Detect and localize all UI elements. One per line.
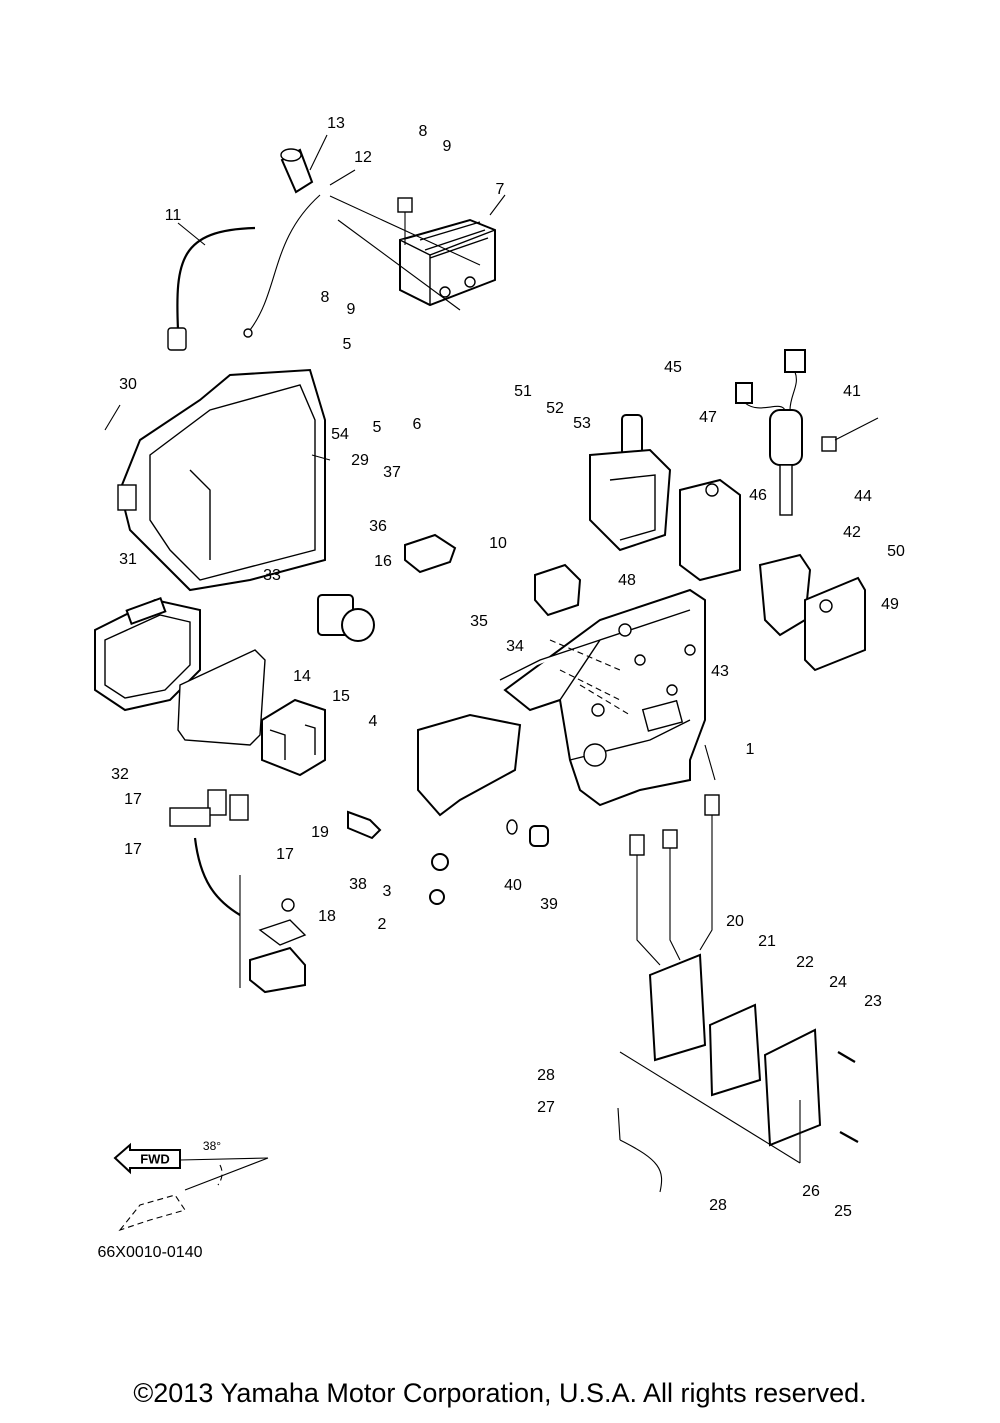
- callout-6: 6: [413, 416, 422, 433]
- bolt-part-23: [837, 1051, 856, 1063]
- holder-part-42: [758, 553, 812, 637]
- callout-16: 16: [374, 553, 392, 570]
- fuse-holder-part-19: [261, 698, 326, 777]
- callout-44: 44: [854, 488, 872, 505]
- callout-50: 50: [887, 543, 905, 560]
- callout-52: 52: [546, 400, 564, 417]
- callout-13: 13: [327, 115, 345, 132]
- callout-41: 41: [843, 383, 861, 400]
- callout-30: 30: [119, 376, 137, 393]
- callout-38: 38: [349, 876, 367, 893]
- sensor-part-38: [347, 810, 382, 840]
- bracket-part-1: [499, 588, 706, 807]
- callout-51: 51: [514, 383, 532, 400]
- angle-label: 38°: [203, 1139, 221, 1153]
- rectifier-part-20: [648, 953, 707, 1062]
- callout-10: 10: [489, 535, 507, 552]
- callout-7: 7: [496, 181, 505, 198]
- callout-43: 43: [711, 663, 729, 680]
- callout-32: 32: [111, 766, 129, 783]
- callout-24: 24: [829, 974, 847, 991]
- callout-42: 42: [843, 524, 861, 541]
- washer-part-40: [506, 819, 518, 835]
- callout-14: 14: [293, 668, 311, 685]
- cable-tie-part-44: [821, 417, 879, 452]
- callout-23: 23: [864, 993, 882, 1010]
- callout-17b: 17: [124, 841, 142, 858]
- callout-8a: 8: [419, 123, 428, 140]
- callout-12: 12: [354, 149, 372, 166]
- callout-33: 33: [263, 567, 281, 584]
- callout-3: 3: [383, 883, 392, 900]
- bolt-part-25: [839, 1131, 859, 1143]
- callout-49: 49: [881, 596, 899, 613]
- callout-39: 39: [540, 896, 558, 913]
- callout-2: 2: [378, 916, 387, 933]
- callout-labels: 1 2 3 4 5 5 6 7 8 8 9 9 10 11 12 13 14 1…: [111, 115, 905, 1220]
- callout-25: 25: [834, 1203, 852, 1220]
- callout-46: 46: [749, 487, 767, 504]
- sensor-part-36: [404, 533, 457, 574]
- callout-36: 36: [369, 518, 387, 535]
- callout-17a: 17: [124, 791, 142, 808]
- callout-48: 48: [618, 572, 636, 589]
- collar-part-39: [529, 825, 549, 847]
- callout-45: 45: [664, 359, 682, 376]
- callout-54: 54: [331, 426, 349, 443]
- leader-lines: [104, 134, 801, 1193]
- bracket-part-47: [679, 478, 741, 582]
- callout-29: 29: [351, 452, 369, 469]
- gasket-part-32: [177, 649, 266, 746]
- callout-11: 11: [165, 207, 182, 224]
- callout-9b: 9: [347, 301, 356, 318]
- callout-40: 40: [504, 877, 522, 894]
- bracket-part-4: [417, 713, 522, 817]
- callout-19: 19: [311, 824, 329, 841]
- callout-37: 37: [383, 464, 401, 481]
- callout-20: 20: [726, 913, 744, 930]
- cover-part-29: [117, 368, 326, 592]
- callout-21: 21: [758, 933, 776, 950]
- callout-8b: 8: [321, 289, 330, 306]
- callout-18: 18: [318, 908, 336, 925]
- callout-22: 22: [796, 954, 814, 971]
- detail-part-18: [193, 837, 307, 994]
- cdi-unit-part-7: [397, 197, 496, 307]
- callout-53: 53: [573, 415, 591, 432]
- callout-5a: 5: [343, 336, 352, 353]
- callout-4: 4: [369, 713, 378, 730]
- ignition-coil-part-45: [589, 414, 672, 552]
- plate-part-50: [804, 576, 866, 672]
- fuse-part-17: [169, 789, 249, 827]
- cover-part-31: [94, 596, 201, 712]
- spark-plug-cap-part-41: [735, 349, 806, 516]
- callout-9a: 9: [443, 138, 452, 155]
- grommet-part-13: [280, 148, 314, 194]
- callout-1: 1: [746, 741, 755, 758]
- harness-wires: [629, 794, 720, 966]
- fwd-indicator: FWD 38°: [113, 1139, 269, 1232]
- bushing-part-3: [431, 853, 449, 871]
- callout-5b: 5: [373, 419, 382, 436]
- callout-35: 35: [470, 613, 488, 630]
- copyright-notice: ©2013 Yamaha Motor Corporation, U.S.A. A…: [133, 1378, 867, 1408]
- fwd-label: FWD: [140, 1151, 170, 1166]
- lead-wire-part-11: [167, 194, 321, 351]
- callout-47: 47: [699, 409, 717, 426]
- coupler-part-34: [534, 563, 582, 617]
- washer-part-2: [429, 889, 445, 905]
- cover-part-22: [763, 1028, 822, 1147]
- callout-34: 34: [506, 638, 524, 655]
- callout-15: 15: [332, 688, 350, 705]
- gasket-part-21: [708, 1003, 762, 1097]
- callout-27: 27: [537, 1099, 555, 1116]
- relay-part-14: [317, 594, 375, 642]
- diagram-code: 66X0010-0140: [98, 1244, 203, 1261]
- callout-17c: 17: [276, 846, 294, 863]
- callout-28a: 28: [537, 1067, 555, 1084]
- callout-26: 26: [802, 1183, 820, 1200]
- callout-31: 31: [119, 551, 137, 568]
- callout-28b: 28: [709, 1197, 727, 1214]
